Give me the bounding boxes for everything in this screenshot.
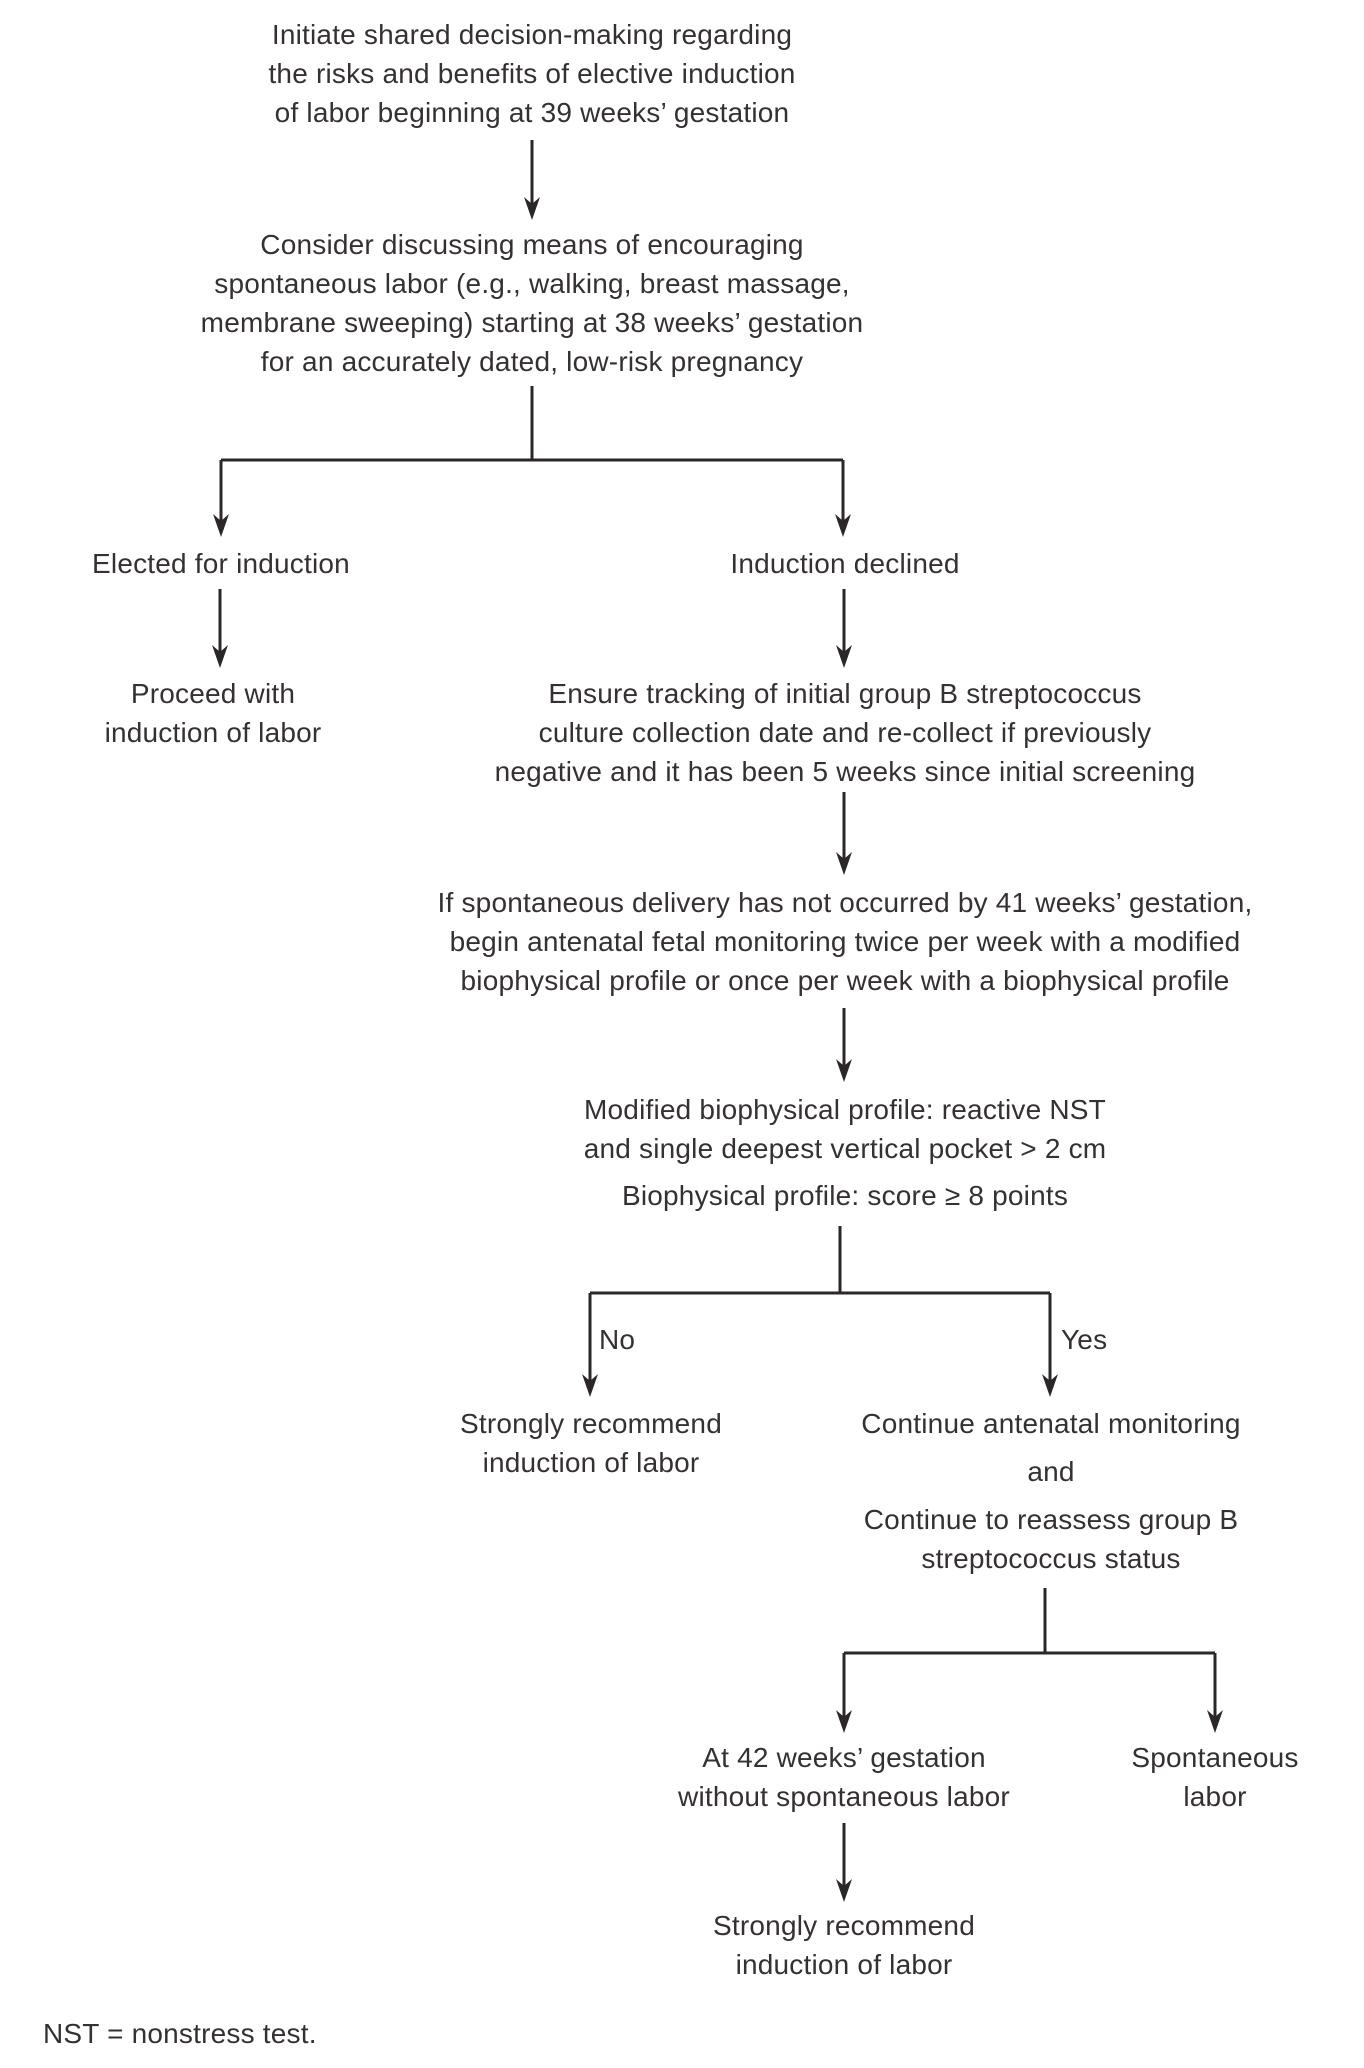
node-recommend-induction-1: Strongly recommend induction of labor <box>460 1408 722 1478</box>
arrowhead-start-to-consider <box>524 197 540 220</box>
connector-branch-outcome <box>842 1588 1217 1718</box>
footnote-nst-definition: NST = nonstress test. <box>43 2018 317 2049</box>
arrowhead-branch-spontaneous <box>1207 1710 1223 1733</box>
arrowhead-branch-yes <box>1042 1374 1058 1397</box>
arrowhead-branch-no <box>582 1374 598 1397</box>
node-consider-spontaneous: Consider discussing means of encouraging… <box>200 229 864 377</box>
node-spontaneous-labor: Spontaneous labor <box>1131 1742 1299 1812</box>
node-recommend-induction-2: Strongly recommend induction of labor <box>713 1910 975 1980</box>
arrowhead-branch-declined <box>835 514 851 537</box>
node-criteria-modified-bpp: Modified biophysical profile: reactive N… <box>583 1094 1107 1164</box>
connector-branch-induction <box>219 386 845 522</box>
connector-branch-no-yes <box>588 1226 1052 1382</box>
arrowhead-monitoring-to-criteria <box>836 1059 852 1082</box>
node-start: Initiate shared decision-making regardin… <box>268 19 796 128</box>
node-monitoring-plan-41-weeks: If spontaneous delivery has not occurred… <box>437 887 1253 996</box>
node-continue-monitoring: Continue antenatal monitoring <box>861 1408 1241 1439</box>
arrowhead-ensure-to-monitoring <box>836 852 852 875</box>
node-criteria-bpp-score: Biophysical profile: score ≥ 8 points <box>621 1180 1069 1211</box>
node-and-connector: and <box>1027 1456 1075 1487</box>
branch-label-yes: Yes <box>1061 1324 1108 1355</box>
arrowhead-branch-42-weeks <box>836 1710 852 1733</box>
node-proceed-induction: Proceed with induction of labor <box>104 678 322 748</box>
branch-label-elected: Elected for induction <box>92 548 350 579</box>
arrowhead-42-weeks-to-recommend <box>836 1879 852 1902</box>
arrowhead-elected-to-proceed <box>212 645 228 668</box>
node-ensure-gbs-tracking: Ensure tracking of initial group B strep… <box>494 678 1196 787</box>
arrowhead-declined-to-ensure <box>836 645 852 668</box>
branch-label-no: No <box>599 1324 636 1355</box>
branch-label-declined: Induction declined <box>730 548 960 579</box>
node-reassess-gbs-status: Continue to reassess group B streptococc… <box>863 1504 1239 1574</box>
node-42-weeks-no-labor: At 42 weeks’ gestation without spontaneo… <box>678 1742 1010 1812</box>
arrowhead-branch-elected <box>213 514 229 537</box>
